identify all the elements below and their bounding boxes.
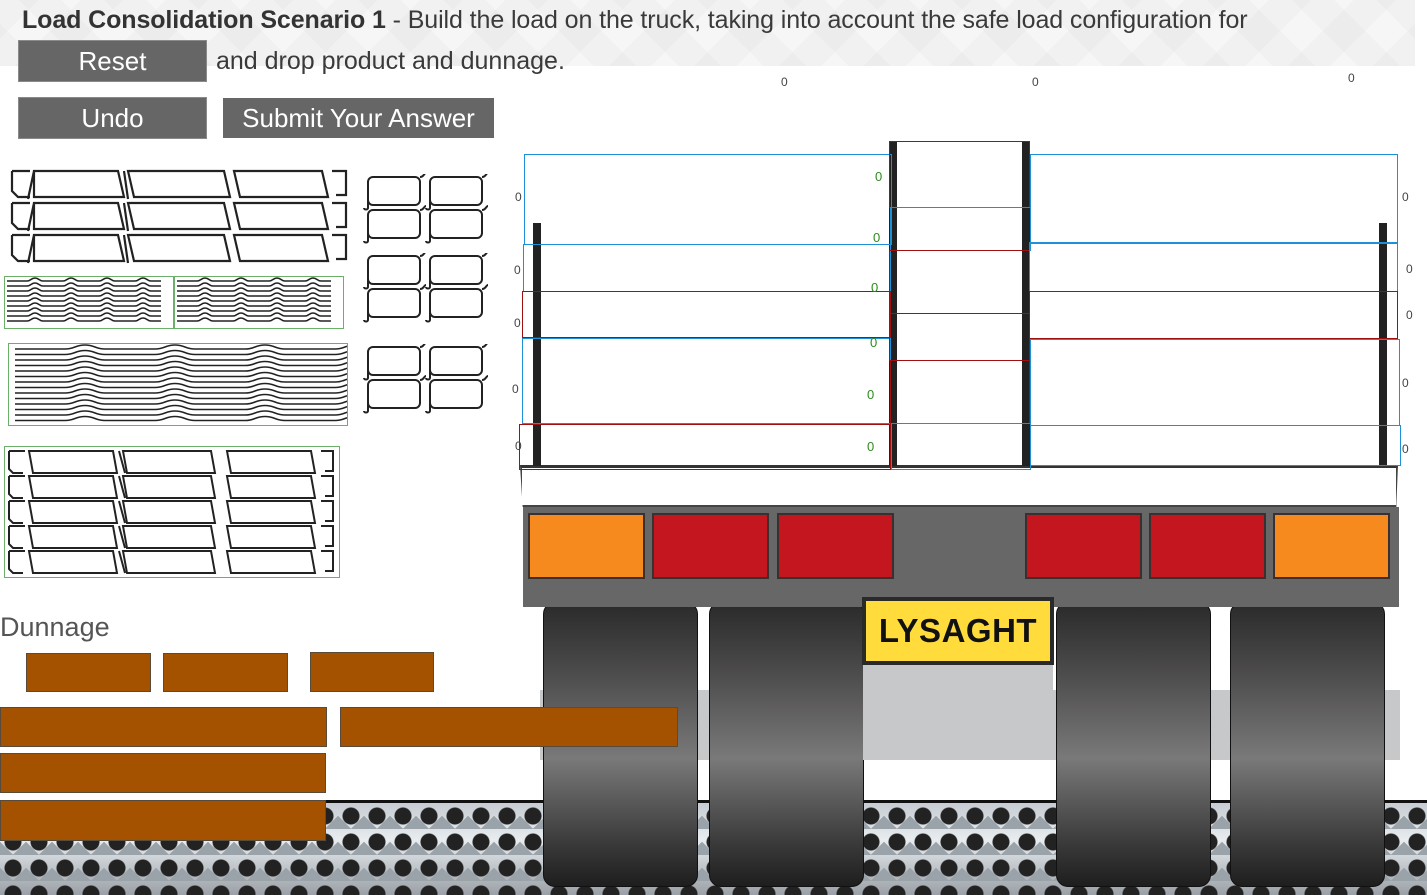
corrugated-sheets-graphic (176, 277, 332, 322)
tail-light-right-1 (1025, 513, 1142, 579)
inner-count-4: 0 (870, 335, 878, 350)
c-section-bundle-middle[interactable] (360, 253, 490, 323)
drop-slot-middle-4[interactable] (889, 313, 1030, 361)
inner-count-3: 0 (871, 280, 879, 295)
left-slot-count-4: 0 (512, 382, 519, 396)
drop-slot-right-1[interactable] (1030, 154, 1398, 244)
license-plate: LYSAGHT (862, 597, 1054, 665)
right-slot-count-4: 0 (1402, 376, 1409, 390)
corrugated-sheet-bundle-left[interactable] (4, 276, 174, 329)
left-slot-count-3: 0 (514, 316, 521, 330)
left-slot-count-1: 0 (515, 190, 522, 204)
instructions-line-1: Load Consolidation Scenario 1 - Build th… (22, 6, 1248, 35)
long-corrugated-sheet-bundle[interactable] (8, 343, 402, 426)
wheel-4 (1230, 602, 1385, 887)
dunnage-short-1[interactable] (26, 653, 151, 692)
header-background (0, 0, 1415, 66)
stanchion-center-left (889, 141, 897, 466)
dunnage-short-3[interactable] (310, 652, 434, 692)
drop-slot-left-4[interactable] (522, 338, 891, 424)
stanchion-right (1379, 223, 1387, 466)
z-purlin-bundle-5x3[interactable] (4, 446, 340, 578)
dunnage-long-2[interactable] (340, 707, 678, 747)
drop-slot-left-2[interactable] (523, 244, 891, 292)
drop-slot-left-1[interactable] (524, 154, 892, 245)
z-purlin-graphic (8, 450, 334, 574)
drop-slot-left-3[interactable] (522, 291, 891, 338)
corrugated-sheets-graphic (6, 277, 162, 322)
dunnage-label: Dunnage (0, 612, 110, 642)
inner-count-6: 0 (867, 439, 875, 454)
drop-slot-right-4[interactable] (1030, 339, 1400, 426)
drop-slot-middle-1[interactable] (889, 141, 1030, 208)
wheel-3 (1056, 602, 1211, 887)
instructions-line-2: and drop product and dunnage. (216, 47, 565, 75)
instructions-text: - Build the load on the truck, taking in… (385, 6, 1248, 34)
right-slot-count-5: 0 (1402, 442, 1409, 456)
inner-count-1: 0 (875, 169, 883, 184)
drop-slot-right-3[interactable] (1029, 291, 1398, 339)
indicator-light-right (1273, 513, 1390, 579)
plate-mount (863, 665, 1053, 760)
tail-light-right-2 (1149, 513, 1266, 579)
stanchion-left (533, 223, 541, 466)
dunnage-long-3[interactable] (0, 753, 326, 793)
drop-slot-middle-2[interactable] (890, 207, 1031, 251)
left-slot-count-2: 0 (514, 263, 521, 277)
undo-button[interactable]: Undo (18, 97, 207, 139)
c-section-bundle-bottom[interactable] (360, 344, 490, 414)
right-slot-count-2: 0 (1406, 262, 1413, 276)
wheel-2 (709, 602, 864, 887)
right-column-count: 0 (1348, 71, 1355, 85)
tail-light-left-1 (652, 513, 769, 579)
c-section-bundle-top[interactable] (360, 174, 490, 244)
drop-slot-middle-6[interactable] (891, 423, 1031, 470)
drop-slot-middle-3[interactable] (889, 250, 1030, 314)
drop-slot-middle-5[interactable] (890, 360, 1030, 424)
inner-count-5: 0 (867, 387, 875, 402)
dunnage-short-2[interactable] (163, 653, 288, 692)
scenario-title: Load Consolidation Scenario 1 (22, 6, 386, 34)
inner-count-2: 0 (873, 230, 881, 245)
right-slot-count-3: 0 (1406, 308, 1413, 322)
left-column-count: 0 (781, 75, 788, 89)
stanchion-center-right (1022, 141, 1030, 466)
z-purlin-row (10, 169, 348, 200)
reset-button[interactable]: Reset (18, 40, 207, 82)
truck-deck (520, 465, 1398, 507)
corrugated-sheet-bundle-right[interactable] (174, 276, 344, 329)
dunnage-long-1[interactable] (0, 707, 327, 747)
drop-slot-right-2[interactable] (1029, 242, 1398, 292)
left-slot-count-5: 0 (515, 439, 522, 453)
right-slot-count-1: 0 (1402, 190, 1409, 204)
long-sheets-graphic (14, 344, 402, 422)
dunnage-long-4[interactable] (0, 800, 326, 841)
drop-slot-left-5[interactable] (519, 424, 891, 470)
indicator-light-left (528, 513, 645, 579)
drop-slot-right-5[interactable] (1030, 425, 1401, 466)
submit-answer-button[interactable]: Submit Your Answer (223, 98, 494, 138)
tail-light-left-2 (777, 513, 894, 579)
middle-column-count: 0 (1032, 75, 1039, 89)
z-purlin-bundle-3x3[interactable] (6, 167, 349, 267)
